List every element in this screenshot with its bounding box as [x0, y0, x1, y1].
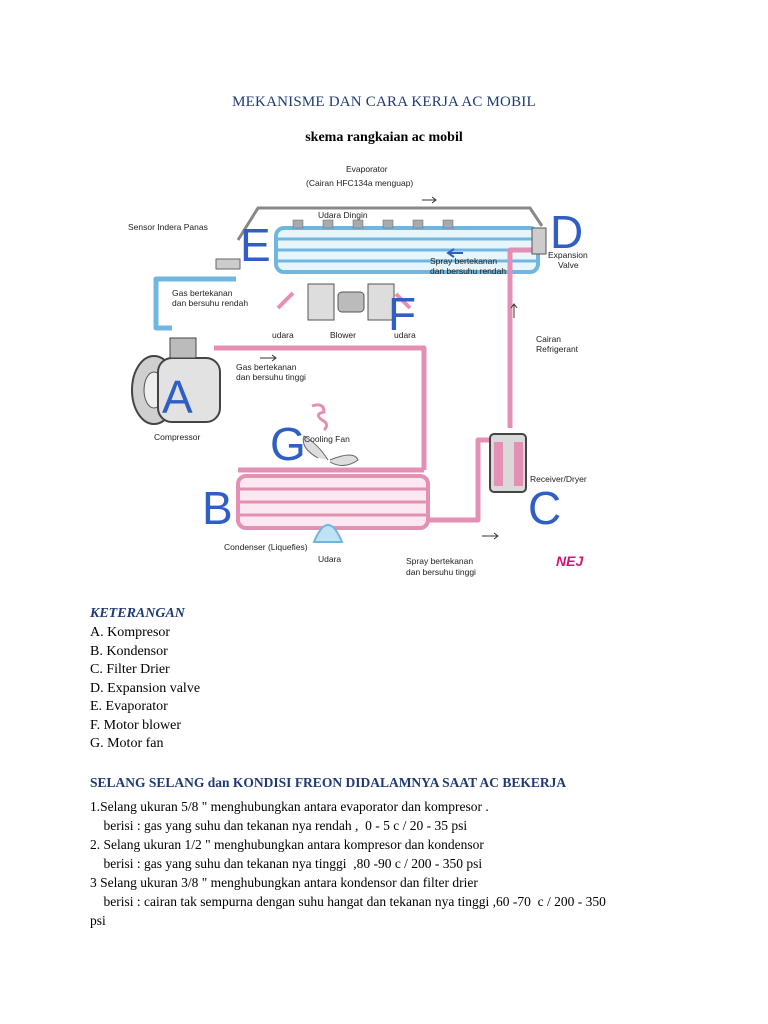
legend-item: D. Expansion valve	[90, 680, 201, 696]
keterangan-heading: KETERANGAN	[90, 606, 185, 621]
selang-line: berisi : gas yang suhu dan tekanan nya t…	[90, 856, 483, 871]
selang-line: 2. Selang ukuran 1/2 " menghubungkan ant…	[90, 837, 484, 852]
label-cooling-fan: Cooling Fan	[304, 434, 350, 444]
label-expansion-1: Expansion	[548, 250, 588, 260]
label-gas-low-1: Gas bertekanan	[172, 288, 233, 298]
selang-list: 1.Selang ukuran 5/8 " menghubungkan anta…	[90, 797, 730, 930]
selang-line: berisi : gas yang suhu dan tekanan nya r…	[90, 818, 468, 833]
ac-diagram-svg: E D F A G B C Evaporator (Cairan HFC134a…	[128, 164, 588, 577]
legend-item: B. Kondensor	[90, 643, 168, 659]
flow-arrow-bottom	[482, 532, 499, 540]
label-evaporator: Evaporator	[346, 164, 388, 174]
keterangan-list: A. Kompresor B. Kondensor C. Filter Drie…	[90, 624, 730, 754]
selang-line: berisi : cairan tak sempurna dengan suhu…	[90, 894, 606, 909]
selang-line: 1.Selang ukuran 5/8 " menghubungkan anta…	[90, 799, 489, 814]
page-title: MEKANISME DAN CARA KERJA AC MOBIL	[232, 94, 536, 110]
evaporator-coil	[274, 219, 540, 274]
condenser-coil	[236, 474, 430, 543]
label-udara-left: udara	[272, 330, 294, 340]
compressor	[131, 337, 221, 425]
nej-logo: NEJ	[556, 553, 584, 569]
label-spray-low-1: Spray bertekanan	[430, 256, 497, 266]
letter-g: G	[270, 418, 306, 470]
letter-e: E	[240, 219, 271, 271]
legend-item: F. Motor blower	[90, 717, 182, 733]
label-spray-high-1: Spray bertekanan	[406, 556, 473, 566]
diagram-subtitle: skema rangkaian ac mobil	[305, 130, 463, 145]
label-gas-low-2: dan bersuhu rendah	[172, 298, 248, 308]
letter-a: A	[162, 371, 193, 423]
blower-unit	[276, 283, 412, 321]
label-blower: Blower	[330, 330, 356, 340]
selang-line: 3 Selang ukuran 3/8 " menghubungkan anta…	[90, 875, 478, 890]
legend-item: G. Motor fan	[90, 736, 164, 751]
flow-arrow-up	[510, 303, 518, 318]
label-cairan-1: Cairan	[536, 334, 561, 344]
label-evaporator-note: (Cairan HFC134a menguap)	[306, 178, 413, 188]
label-condenser: Condenser (Liquefies)	[224, 542, 308, 552]
expansion-valve	[531, 227, 547, 255]
label-expansion-2: Valve	[558, 260, 579, 270]
label-udara-dingin: Udara Dingin	[318, 210, 368, 220]
flow-arrow-mid	[260, 354, 277, 362]
label-gas-high-2: dan bersuhu tinggi	[236, 372, 306, 382]
letter-f: F	[388, 288, 416, 340]
label-compressor: Compressor	[154, 432, 200, 442]
label-sensor: Sensor Indera Panas	[128, 222, 208, 232]
cooling-fan	[302, 403, 359, 466]
legend-item: E. Evaporator	[90, 699, 168, 714]
heat-sensor	[215, 258, 241, 270]
high-pressure-lines	[214, 247, 538, 523]
selang-line: psi	[90, 913, 106, 928]
label-spray-high-2: dan bersuhu tinggi	[406, 567, 476, 577]
label-receiver: Receiver/Dryer	[530, 474, 587, 484]
legend-item: C. Filter Drier	[90, 662, 170, 677]
label-cairan-2: Refrigerant	[536, 344, 579, 354]
flow-arrow-top	[422, 196, 437, 204]
label-udara-bottom: Udara	[318, 554, 341, 564]
letter-b: B	[202, 482, 233, 534]
selang-heading: SELANG SELANG dan KONDISI FREON DIDALAMN…	[90, 775, 567, 790]
label-udara-right: udara	[394, 330, 416, 340]
label-spray-low-2: dan bersuhu rendah	[430, 266, 506, 276]
label-gas-high-1: Gas bertekanan	[236, 362, 297, 372]
letter-d: D	[550, 206, 583, 258]
legend-item: A. Kompresor	[90, 625, 171, 640]
top-return-pipe	[236, 206, 544, 241]
letter-c: C	[528, 482, 561, 534]
receiver-dryer	[489, 433, 527, 493]
ac-circuit-diagram: E D F A G B C Evaporator (Cairan HFC134a…	[118, 158, 648, 590]
